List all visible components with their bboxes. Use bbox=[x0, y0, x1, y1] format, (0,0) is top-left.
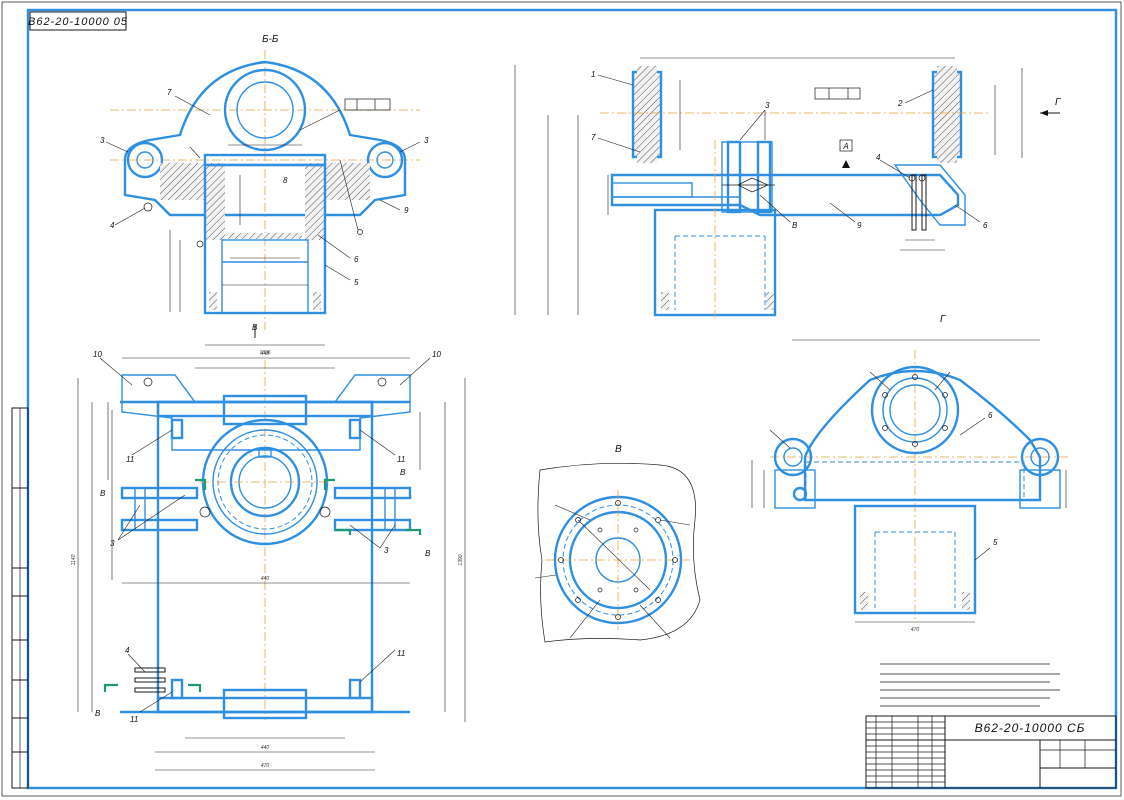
view-g-title: Г bbox=[940, 314, 947, 325]
title-block: B62-20-10000 СБ bbox=[865, 715, 1117, 789]
dim-plan-top: 448 bbox=[261, 351, 270, 357]
technical-notes bbox=[880, 663, 1060, 707]
sheet-stamp-code: B62-20-10000 05 bbox=[28, 16, 128, 28]
callout-9-bb: 9 bbox=[404, 206, 409, 215]
callout-11-plan-br: 11 bbox=[397, 649, 405, 658]
dim-plan-left: 1140 bbox=[71, 554, 77, 565]
callout-8-bb: 8 bbox=[283, 176, 288, 185]
bolt-holes-view-g bbox=[882, 374, 948, 447]
view-section-bb: Б-Б 1096 bbox=[100, 34, 429, 356]
callout-3-bb-left: 3 bbox=[100, 136, 105, 145]
section-v-plan-left: В bbox=[100, 489, 106, 498]
callout-3-plan-left: 3 bbox=[110, 539, 115, 548]
callout-3-plan-right: 3 bbox=[384, 546, 389, 555]
callout-11-plan-bl: 11 bbox=[130, 715, 138, 724]
callout-11-plan-tr: 11 bbox=[397, 455, 405, 464]
view-g: Г bbox=[751, 314, 1070, 633]
title-block-code: B62-20-10000 СБ bbox=[975, 721, 1086, 735]
callout-5-bb: 5 bbox=[354, 278, 359, 287]
callout-5-view-g: 5 bbox=[993, 538, 998, 547]
dim-plan-bottom: 470 bbox=[261, 763, 270, 769]
callout-4-plan: 4 bbox=[125, 646, 130, 655]
view-g-marker: Г bbox=[1055, 97, 1062, 108]
left-archive-strip bbox=[11, 407, 29, 789]
callout-7-bb: 7 bbox=[167, 88, 172, 97]
callout-7-front: 7 bbox=[591, 133, 596, 142]
callout-1-front: 1 bbox=[591, 70, 595, 79]
callout-3-front: 3 bbox=[765, 101, 770, 110]
section-marker-b-bottom: В bbox=[252, 323, 258, 332]
datum-a-label: А bbox=[842, 142, 848, 151]
dim-plan-right: 1390 bbox=[458, 554, 464, 565]
section-bb-title: Б-Б bbox=[262, 34, 279, 45]
dim-plan-bottom-2: 440 bbox=[261, 745, 270, 751]
callout-11-plan-tl: 11 bbox=[126, 455, 134, 464]
callout-4-bb: 4 bbox=[110, 221, 115, 230]
bolt-holes-detail-v bbox=[558, 500, 678, 620]
view-front: А Г 1 2 3 7 4 6 9 В bbox=[514, 57, 1062, 318]
callout-v-front: В bbox=[792, 221, 798, 230]
dim-view-g-bottom: 470 bbox=[911, 627, 920, 633]
view-detail-v: В bbox=[534, 444, 701, 643]
view-plan: 448 470 440 440 1140 1390 10 10 11 11 11… bbox=[71, 350, 466, 771]
section-b-plan-right: В bbox=[425, 549, 431, 558]
callout-6-view-g: 6 bbox=[988, 411, 993, 420]
callout-10-plan-left: 10 bbox=[93, 350, 102, 359]
dim-plan-mid: 440 bbox=[261, 576, 270, 582]
callout-9-front: 9 bbox=[857, 221, 862, 230]
callout-4-front: 4 bbox=[876, 153, 881, 162]
section-v-plan-right: В bbox=[400, 468, 406, 477]
callout-2-front: 2 bbox=[897, 99, 903, 108]
callout-10-plan-right: 10 bbox=[432, 350, 441, 359]
section-b-plan-left: В bbox=[95, 709, 101, 718]
detail-v-title: В bbox=[615, 444, 622, 455]
callout-6-front: 6 bbox=[983, 221, 988, 230]
callout-6-bb: 6 bbox=[354, 255, 359, 264]
callout-3-bb-right: 3 bbox=[424, 136, 429, 145]
dim-section-bb-width: 1096 bbox=[259, 350, 270, 356]
